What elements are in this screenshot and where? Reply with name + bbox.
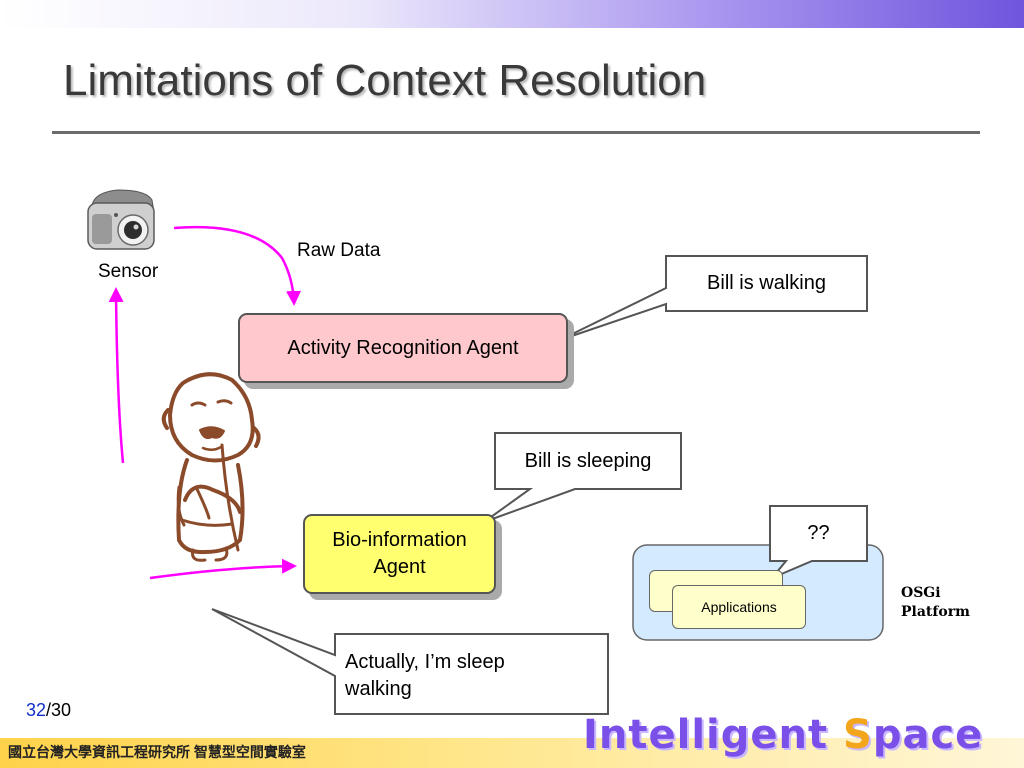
top-gradient-bar bbox=[0, 0, 1024, 28]
callout-sleeping-shape bbox=[483, 432, 682, 523]
brand-part-3: pace bbox=[872, 712, 984, 758]
bio-information-agent: Bio-information Agent bbox=[303, 514, 496, 594]
page-current: 32 bbox=[26, 700, 47, 720]
activity-recognition-agent: Activity Recognition Agent bbox=[238, 313, 568, 383]
intelligent-space-logo: Intelligent Space bbox=[583, 712, 983, 758]
raw-data-label: Raw Data bbox=[297, 240, 381, 261]
callout-sleeping-text: Bill is sleeping bbox=[524, 449, 652, 472]
applications-box: Applications bbox=[672, 585, 806, 629]
slide-title: Limitations of Context Resolution bbox=[63, 56, 707, 105]
camera-sensor-icon bbox=[87, 189, 155, 250]
title-divider bbox=[52, 131, 980, 134]
page-number: 32/30 bbox=[26, 700, 71, 721]
callout-question-shape bbox=[769, 505, 868, 579]
feedback-arrow-up bbox=[108, 287, 125, 464]
page-total: /30 bbox=[46, 700, 72, 720]
sensor-label: Sensor bbox=[98, 261, 159, 282]
footer-institution: 國立台灣大學資訊工程研究所 智慧型空間實驗室 bbox=[8, 744, 306, 760]
callout-walking-text: Bill is walking bbox=[707, 272, 826, 294]
raw-data-arrow bbox=[173, 225, 302, 306]
osgi-platform-label: OSGi Platform bbox=[901, 585, 970, 620]
callout-actually-text: Actually, I’m sleep walking bbox=[345, 651, 505, 700]
callout-walking-shape bbox=[559, 255, 868, 341]
brand-part-1: Intelligent bbox=[583, 712, 844, 758]
person-to-bio-arrow bbox=[149, 558, 297, 580]
footer-bar bbox=[0, 738, 1024, 768]
brand-part-2: S bbox=[843, 712, 873, 758]
callout-question-text: ?? bbox=[807, 522, 830, 544]
callout-actually-shape bbox=[211, 608, 609, 715]
old-man-illustration bbox=[161, 372, 261, 562]
